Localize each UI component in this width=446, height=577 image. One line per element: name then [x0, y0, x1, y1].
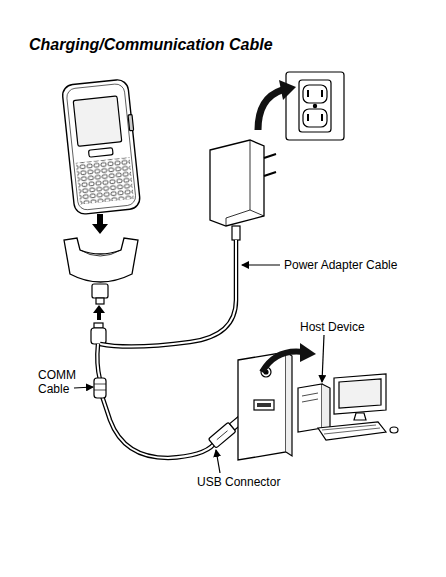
usb-connector-part	[217, 431, 228, 440]
host-computer-part	[339, 379, 381, 408]
handheld-device-part	[73, 96, 122, 146]
part-label: Power Adapter Cable	[284, 258, 434, 272]
host-wall-panel-part	[286, 352, 292, 456]
host-computer-part	[318, 422, 386, 440]
wall-outlet-part	[321, 114, 323, 121]
leader-lines-part	[322, 335, 324, 382]
part-label: Host Device	[300, 320, 410, 334]
charging-cradle-part	[96, 298, 104, 304]
host-wall-panel-part	[257, 403, 271, 407]
rotate-arrow-part	[262, 351, 304, 372]
host-computer-part	[322, 425, 380, 434]
wall-outlet-part	[303, 109, 327, 127]
plug-in-arrow-part	[258, 90, 282, 130]
leader-lines-part	[216, 450, 220, 473]
comm-cable	[94, 344, 214, 458]
host-computer-part	[302, 399, 318, 402]
comm-cable-part	[97, 344, 214, 458]
wall-outlet-part	[303, 85, 327, 103]
dc-plug-part	[91, 328, 106, 344]
power-adapter-part	[226, 140, 250, 226]
leader-lines-part	[74, 387, 93, 388]
part-label: COMM Cable	[38, 368, 78, 396]
wall-outlet	[286, 72, 344, 140]
wall-outlet-part	[307, 114, 309, 121]
wall-outlet-part	[299, 80, 331, 132]
power-adapter-part	[264, 172, 276, 176]
comm-cable-part	[94, 390, 106, 391]
wall-outlet-part	[307, 90, 309, 97]
power-adapter-part	[250, 210, 264, 216]
host-computer-part	[322, 384, 330, 430]
comm-cable-part	[94, 384, 106, 385]
plug-in-arrow-part	[279, 80, 296, 100]
comm-cable-part	[97, 344, 214, 458]
host-computer-part	[334, 374, 386, 414]
wall-outlet-part	[286, 72, 344, 140]
handheld-device-part	[128, 114, 134, 130]
part-label: USB Connector	[197, 475, 317, 489]
handheld-device-part	[76, 157, 134, 204]
power-adapter-cable	[100, 240, 236, 347]
charging-cradle-part	[64, 238, 138, 282]
charging-cradle-part	[92, 284, 108, 298]
comm-cable-part	[94, 378, 106, 398]
power-adapter	[210, 140, 276, 240]
insert-arrow-part	[92, 214, 108, 234]
wall-outlet-part	[321, 90, 323, 97]
host-wall-panel-part	[254, 400, 274, 410]
charging-cradle-part	[80, 250, 121, 256]
insert-arrow	[92, 214, 108, 234]
wall-outlet-part	[313, 104, 316, 107]
rotate-arrow-part	[300, 343, 316, 362]
power-adapter-part	[264, 154, 276, 158]
leader-lines	[74, 265, 324, 473]
handheld-device-part	[66, 83, 136, 210]
connect-arrow-part	[93, 305, 105, 320]
host-computer-part	[354, 413, 366, 420]
plug-in-arrow	[258, 80, 296, 130]
dc-plug	[91, 323, 106, 344]
handheld-device-part	[62, 79, 141, 215]
host-computer-part	[302, 393, 318, 396]
host-computer	[298, 374, 398, 440]
connect-arrow	[93, 305, 105, 320]
power-adapter-cable-part	[100, 240, 236, 347]
leader-lines-part	[242, 264, 280, 265]
host-computer-part	[298, 384, 322, 432]
handheld-device-part	[88, 148, 113, 157]
power-adapter-part	[232, 226, 240, 240]
dc-plug-part	[94, 323, 103, 328]
rotate-arrow	[262, 343, 316, 372]
host-computer-part	[390, 427, 398, 433]
power-adapter-part	[210, 140, 264, 226]
title: Charging/Communication Cable	[29, 36, 273, 54]
handheld-device	[62, 79, 142, 215]
power-adapter-cable-part	[100, 240, 236, 347]
charging-cradle	[64, 238, 138, 304]
